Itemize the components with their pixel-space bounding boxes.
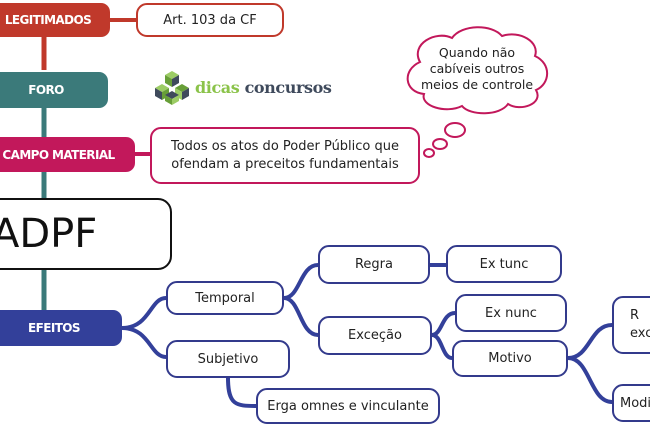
node-efeitos[interactable]: EFEITOS <box>0 310 122 346</box>
node-ex-nunc[interactable]: Ex nunc <box>455 294 567 332</box>
node-campo-desc[interactable]: Todos os atos do Poder Público que ofend… <box>150 127 420 184</box>
node-adpf[interactable]: ADPF <box>0 198 172 270</box>
cube-cluster-icon <box>155 71 189 105</box>
logo: dicas concursos <box>155 68 332 106</box>
node-ex-tunc[interactable]: Ex tunc <box>446 245 562 283</box>
node-right-top-cut[interactable]: R exc <box>612 296 650 354</box>
logo-text: dicas concursos <box>195 77 332 97</box>
node-right-bottom-cut[interactable]: Modi <box>612 384 650 422</box>
node-motivo[interactable]: Motivo <box>452 340 568 377</box>
node-excecao[interactable]: Exceção <box>318 316 432 355</box>
node-subjetivo[interactable]: Subjetivo <box>166 340 290 378</box>
thought-cloud <box>406 26 549 158</box>
node-legitimados[interactable]: LEGITIMADOS <box>0 3 110 37</box>
node-art-103[interactable]: Art. 103 da CF <box>136 3 284 37</box>
node-campo-material[interactable]: CAMPO MATERIAL <box>0 137 135 172</box>
node-regra[interactable]: Regra <box>318 245 430 284</box>
node-erga-omnes[interactable]: Erga omnes e vinculante <box>256 388 440 424</box>
node-foro[interactable]: FORO <box>0 72 108 108</box>
node-temporal[interactable]: Temporal <box>166 281 284 315</box>
cloud-text: Quando não cabíveis outros meios de cont… <box>420 45 534 92</box>
